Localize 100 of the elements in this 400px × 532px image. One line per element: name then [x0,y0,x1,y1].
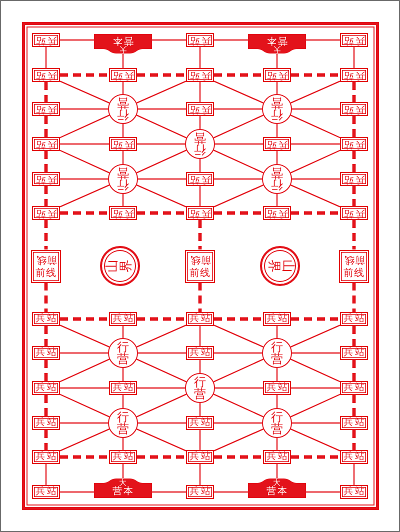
railway-line [44,151,48,172]
connector-line [276,368,278,381]
connector-line [136,80,186,104]
connector-line [122,464,124,478]
connector-line [122,82,124,94]
connector-line [215,143,263,145]
railway-line [352,395,356,416]
railway-line [44,282,48,312]
railway-line [137,317,186,321]
connector-line [45,47,47,68]
connector-line [199,464,201,485]
connector-line [122,368,124,381]
connector-line [292,178,340,180]
connector-line [199,47,201,68]
connector-line [199,403,201,416]
connector-line [60,80,110,104]
connector-line [199,116,201,129]
connector-line [136,428,186,452]
railway-line [352,82,356,102]
connector-line [290,428,340,452]
connector-line [276,464,278,478]
railway-line [44,326,48,346]
connector-line [45,464,47,485]
railway-line [352,326,356,346]
railway-line [60,455,109,459]
connector-line [138,422,186,424]
connector-line [213,114,264,138]
connector-line [214,491,248,493]
connector-line [291,143,340,145]
railway-line [198,220,202,250]
connector-line [136,324,186,348]
connector-line [353,464,355,485]
frontline-label: 前线 [36,268,56,278]
railway-line [352,220,356,250]
connector-line [276,124,278,137]
connector-line [199,186,201,206]
connector-line [276,194,278,206]
railway-line [352,430,356,450]
connector-line [122,54,124,68]
connector-line [199,326,201,346]
connector-line [138,108,186,110]
connector-line [60,184,110,208]
connector-line [199,430,201,450]
connector-line [60,352,108,354]
connector-line [292,422,340,424]
camp-circle: 行营 [108,164,138,194]
connector-line [152,39,186,41]
connector-line [60,358,110,382]
connector-line [276,54,278,68]
connector-line [136,394,187,418]
mountain-circle: 山界 [260,246,300,286]
camp-circle: 行营 [262,164,292,194]
railway-line [291,317,340,321]
connector-line [122,438,124,450]
connector-line [276,151,278,164]
frontline-box [185,250,215,282]
connector-line [60,108,108,110]
railway-line [60,317,109,321]
connector-line [60,150,110,174]
camp-circle: 行营 [185,373,215,403]
connector-line [214,422,262,424]
connector-line [199,159,201,172]
connector-line [213,150,264,174]
headquarters-block [248,34,306,54]
connector-line [60,114,110,138]
frontline-label: 前线 [190,254,210,264]
connector-line [291,387,340,389]
camp-circle: 行营 [262,338,292,368]
railway-line [291,211,340,215]
connector-line [276,438,278,450]
mountain-circle: 山界 [100,246,140,286]
connector-line [276,326,278,338]
connector-line [60,178,108,180]
connector-line [122,151,124,164]
headquarters-block [248,478,306,498]
connector-line [136,114,187,138]
railway-line [44,395,48,416]
camp-circle: 行营 [262,408,292,438]
connector-line [306,491,340,493]
railway-line [137,211,186,215]
railway-line [44,116,48,137]
frontline-label: 前线 [344,254,364,264]
connector-line [138,178,186,180]
connector-line [290,324,340,348]
connector-line [276,395,278,408]
connector-line [60,324,110,348]
connector-line [60,491,94,493]
connector-line [60,422,108,424]
railway-line [352,116,356,137]
connector-line [136,184,186,208]
railway-line [214,317,263,321]
connector-line [290,114,340,138]
headquarters-block [94,478,152,498]
railway-line [60,211,109,215]
frontline-label: 前线 [190,268,210,278]
frontline-box [339,250,369,282]
connector-line [214,80,264,104]
camp-circle: 行营 [108,408,138,438]
headquarters-label: 营本 [112,35,134,46]
railway-line [214,211,263,215]
